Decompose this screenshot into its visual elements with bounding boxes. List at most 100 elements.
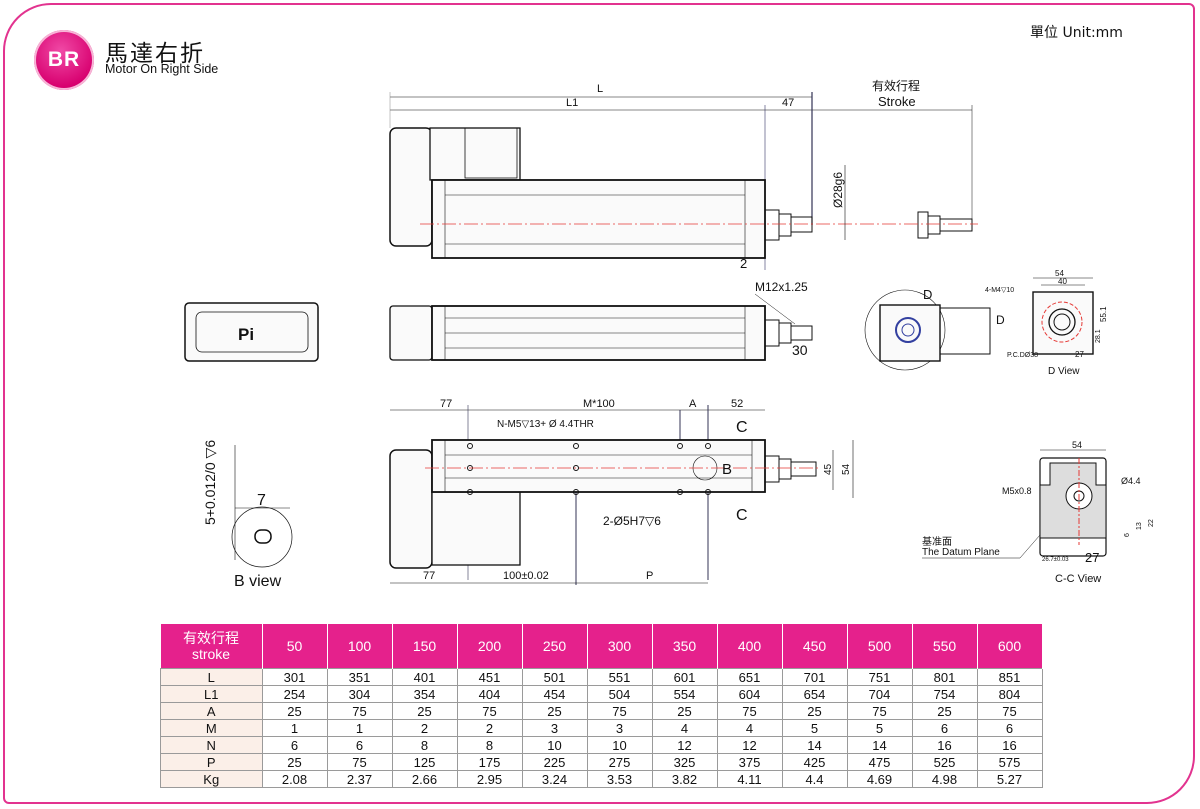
stroke-col: 100 xyxy=(327,624,393,669)
table-cell: 2.95 xyxy=(456,770,523,788)
cc-dia: Ø4.4 xyxy=(1121,476,1141,486)
dim-L1: L1 xyxy=(566,97,578,109)
bview-title: B view xyxy=(234,573,282,590)
table-cell: 25 xyxy=(261,702,328,720)
technical-drawing: L L1 47 有效行程 Stroke Ø28g6 2 Pi M12x1.25 … xyxy=(184,78,1155,590)
stroke-col: 550 xyxy=(912,624,978,669)
table-cell: 2 xyxy=(456,719,523,737)
table-cell: 3.53 xyxy=(586,770,653,788)
table-cell: 4.98 xyxy=(911,770,978,788)
dview-551: 55.1 xyxy=(1099,306,1108,322)
table-cell: 6 xyxy=(261,736,328,754)
dim-L: L xyxy=(597,83,603,95)
page-frame xyxy=(3,3,1195,804)
cc-title: C-C View xyxy=(1055,573,1101,585)
table-cell: 25 xyxy=(391,702,458,720)
table-cell: 25 xyxy=(261,753,328,771)
table-cell: 551 xyxy=(586,668,653,686)
dim-47: 47 xyxy=(782,97,794,109)
stroke-label-cn: 有效行程 xyxy=(872,78,920,93)
table-cell: 801 xyxy=(911,668,978,686)
dim-a: A xyxy=(689,398,697,410)
dim-n-m5: N-M5▽13+ Ø 4.4THR xyxy=(497,419,594,430)
table-cell: 12 xyxy=(651,736,718,754)
table-cell: 701 xyxy=(781,668,848,686)
dim-54: 54 xyxy=(841,463,852,475)
stroke-col: 250 xyxy=(522,624,588,669)
table-cell: 5.27 xyxy=(976,770,1043,788)
table-cell: 6 xyxy=(976,719,1043,737)
cc-datum-cn: 基准面 xyxy=(922,535,952,548)
table-cell: 3.24 xyxy=(521,770,588,788)
table-cell: 12 xyxy=(716,736,783,754)
table-cell: 3 xyxy=(521,719,588,737)
table-cell: 3.82 xyxy=(651,770,718,788)
section-c-bottom: C xyxy=(736,507,748,524)
table-cell: 4 xyxy=(716,719,783,737)
stroke-col: 150 xyxy=(392,624,458,669)
table-cell: 425 xyxy=(781,753,848,771)
table-cell: 704 xyxy=(846,685,913,703)
d-view: 54 40 4-M4▽10 55.1 28.1 27 P.C.DØ38 D Vi… xyxy=(985,269,1108,377)
stroke-col: 200 xyxy=(457,624,523,669)
table-cell: 6 xyxy=(911,719,978,737)
table-cell: 5 xyxy=(781,719,848,737)
table-cell: 75 xyxy=(716,702,783,720)
row-label: Kg xyxy=(160,770,263,788)
bview-7: 7 xyxy=(257,492,266,509)
table-cell: 651 xyxy=(716,668,783,686)
dview-27: 27 xyxy=(1075,350,1084,359)
table-cell: 4.11 xyxy=(716,770,783,788)
cc-datum-en: The Datum Plane xyxy=(922,547,1000,558)
table-cell: 10 xyxy=(521,736,588,754)
unit-label: 單位 Unit:mm xyxy=(1030,25,1123,41)
table-cell: 1 xyxy=(326,719,393,737)
stroke-label-en: Stroke xyxy=(878,94,916,109)
cc-267: 26.7±0.03 xyxy=(1042,557,1069,563)
cc-54: 54 xyxy=(1072,440,1082,450)
header-stroke-cn: 有效行程 xyxy=(183,630,239,646)
table-cell: 354 xyxy=(391,685,458,703)
table-cell: 301 xyxy=(261,668,328,686)
dview-54: 54 xyxy=(1055,269,1064,278)
table-cell: 2.66 xyxy=(391,770,458,788)
cc-m5: M5x0.8 xyxy=(1002,486,1032,496)
top-view: L L1 47 有效行程 Stroke Ø28g6 2 xyxy=(389,78,978,271)
table-cell: 14 xyxy=(781,736,848,754)
table-cell: 404 xyxy=(456,685,523,703)
table-cell: 304 xyxy=(326,685,393,703)
table-cell: 25 xyxy=(521,702,588,720)
dview-holes: 4-M4▽10 xyxy=(985,287,1014,294)
table-cell: 3 xyxy=(586,719,653,737)
table-cell: 25 xyxy=(651,702,718,720)
dim-dia-28g6: Ø28g6 xyxy=(831,172,845,208)
table-cell: 454 xyxy=(521,685,588,703)
table-cell: 175 xyxy=(456,753,523,771)
table-cell: 351 xyxy=(326,668,393,686)
dim-m100: M*100 xyxy=(583,398,615,410)
br-logo: BR xyxy=(34,30,94,90)
table-cell: 325 xyxy=(651,753,718,771)
dim-77-bottom: 77 xyxy=(423,570,435,582)
table-cell: 754 xyxy=(911,685,978,703)
stroke-col: 350 xyxy=(652,624,718,669)
table-cell: 554 xyxy=(651,685,718,703)
stroke-col: 600 xyxy=(977,624,1043,669)
table-cell: 2 xyxy=(391,719,458,737)
side-view: Pi M12x1.25 30 D D xyxy=(184,280,1005,371)
dim-30: 30 xyxy=(792,342,808,358)
table-cell: 16 xyxy=(976,736,1043,754)
table-cell: 1 xyxy=(261,719,328,737)
row-label: L1 xyxy=(160,685,263,703)
table-cell: 604 xyxy=(716,685,783,703)
dview-pcd: P.C.DØ38 xyxy=(1007,352,1038,359)
table-cell: 25 xyxy=(911,702,978,720)
table-cell: 575 xyxy=(976,753,1043,771)
row-label: N xyxy=(160,736,263,754)
table-cell: 451 xyxy=(456,668,523,686)
